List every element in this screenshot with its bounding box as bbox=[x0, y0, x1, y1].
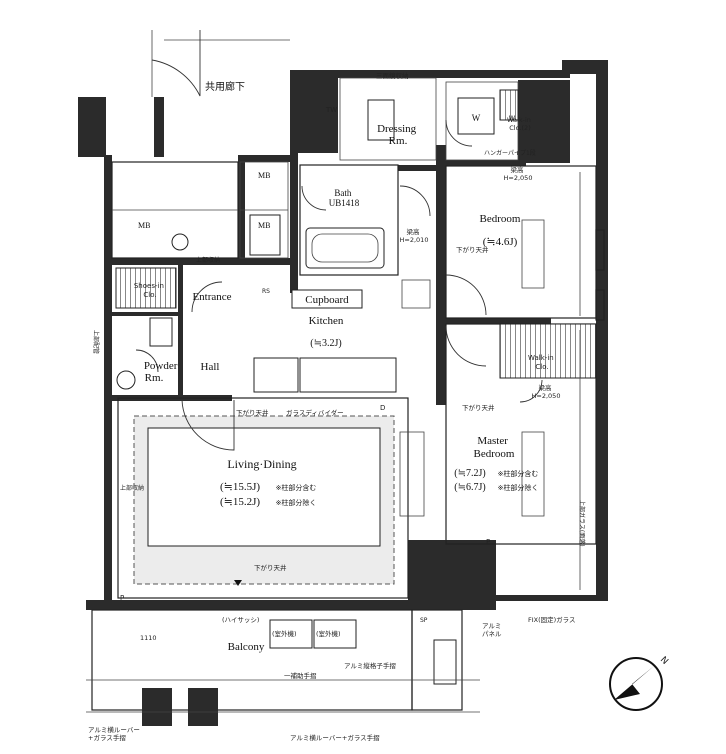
interior-outlines bbox=[91, 30, 597, 711]
living-note-1: ※柱部分含む bbox=[276, 483, 317, 492]
master-bedroom-size-2: (≒6.7J) bbox=[454, 482, 485, 493]
d-label: D bbox=[380, 404, 385, 412]
living-dining-label: Living·Dining bbox=[227, 457, 296, 471]
hanger-pipe-note: ハンガーパイプ1段 bbox=[484, 149, 536, 157]
aircon-note-2: (室外機) bbox=[316, 629, 341, 638]
rs-label-1: RS bbox=[262, 288, 270, 295]
mb-label-2: MB bbox=[258, 171, 270, 180]
shoes-closet-hatch bbox=[115, 267, 177, 309]
pipe-space-note: 上部配管 bbox=[92, 330, 100, 354]
walkin-closet-label: Walk-in Clo. bbox=[528, 354, 556, 371]
mb-label-1: MB bbox=[138, 221, 150, 230]
alu-rail-note-1: アルミ縦格子手摺 bbox=[344, 661, 396, 670]
tw-label: TW bbox=[325, 106, 337, 114]
sanmenkyo-note: 三面鏡収納 bbox=[376, 71, 409, 80]
washer-label: W bbox=[472, 113, 481, 123]
master-note-2: ※柱部分除く bbox=[498, 483, 539, 492]
walkin-clo-2-label: Walk-in Clo.(2) bbox=[507, 116, 533, 132]
low-ceiling-note-1: 下がり天井 bbox=[456, 245, 489, 254]
cupboard-label: Cupboard bbox=[305, 294, 349, 306]
north-arrow-icon bbox=[614, 666, 654, 700]
bath-label: Bath UB1418 bbox=[329, 188, 360, 208]
alu-rail-note-2: アルミ横ルーバー+ガラス手摺 bbox=[290, 733, 380, 742]
glass-divider-note: ガラスディバイダー bbox=[286, 408, 344, 417]
powder-room-label: Powder Rm. bbox=[144, 360, 180, 384]
handrail-note: 一補助手摺 bbox=[284, 671, 317, 680]
upper-storage-note: 上部収納 bbox=[120, 484, 144, 492]
balcony-label: Balcony bbox=[228, 641, 265, 653]
dressing-room-label: Dressing Rm. bbox=[377, 123, 419, 147]
shoes-closet-label: Shoes-in Clo. bbox=[134, 282, 166, 299]
fix-glass-note: FIX(固定)ガラス bbox=[528, 615, 576, 624]
fixtures bbox=[86, 97, 605, 726]
low-ceiling-note-4: 下がり天井 bbox=[254, 563, 287, 572]
sp-label: SP bbox=[420, 617, 428, 624]
ceiling-note-1: 梁高 H=2,010 bbox=[400, 227, 429, 244]
living-dining-size-2: (≒15.2J) bbox=[220, 496, 260, 508]
structural-walls bbox=[78, 60, 608, 610]
low-ceiling-note-3: 下がり天井 bbox=[236, 408, 269, 417]
master-bedroom-label: Master Bedroom bbox=[474, 435, 515, 460]
upper-storage-note-2: 上部収納 bbox=[196, 256, 220, 264]
living-dining-size-1: (≒15.5J) bbox=[220, 481, 260, 493]
p-label-2: P bbox=[486, 538, 490, 546]
bedroom-label: Bedroom bbox=[480, 213, 521, 225]
compass: N bbox=[609, 655, 670, 711]
walkin-closet-2-hatch bbox=[499, 89, 519, 121]
high-sash-note: (ハイサッシ) bbox=[222, 616, 259, 624]
kitchen-size: (≒3.2J) bbox=[310, 338, 341, 349]
master-note-1: ※柱部分含む bbox=[498, 469, 539, 478]
dimension-note: 1110 bbox=[140, 634, 157, 642]
low-ceiling-note-2: 下がり天井 bbox=[462, 403, 495, 412]
hall-label: Hall bbox=[201, 361, 220, 373]
bedroom-size: (≒4.6J) bbox=[483, 236, 518, 248]
master-bedroom-size-1: (≒7.2J) bbox=[454, 468, 485, 479]
ac-note: 上部ガラス(面落) bbox=[578, 500, 586, 547]
dressing-line1: Dressing bbox=[377, 123, 417, 135]
living-note-2: ※柱部分除く bbox=[276, 498, 317, 507]
p-label-1: P bbox=[120, 594, 124, 602]
alu-rail-note-3: アルミ横ルーバー +ガラス手摺 bbox=[88, 725, 142, 742]
aircon-note-1: (室外機) bbox=[272, 629, 297, 638]
alu-panel-note: アルミ パネル bbox=[482, 622, 504, 638]
compass-north-label: N bbox=[658, 655, 670, 667]
common-corridor-label: 共用廊下 bbox=[205, 80, 245, 93]
entry-marker-icon bbox=[234, 580, 242, 586]
ceiling-note-3: 梁高 H=2,050 bbox=[532, 383, 561, 400]
dressing-line2: Rm. bbox=[389, 135, 408, 147]
door-swings bbox=[135, 30, 543, 451]
walkin-2-label: W bbox=[509, 114, 516, 122]
entrance-label: Entrance bbox=[192, 291, 231, 303]
ceiling-note-2: 梁高 H=2,050 bbox=[504, 165, 533, 182]
kitchen-label: Kitchen bbox=[309, 315, 344, 327]
mb-label-3: MB bbox=[258, 221, 270, 230]
